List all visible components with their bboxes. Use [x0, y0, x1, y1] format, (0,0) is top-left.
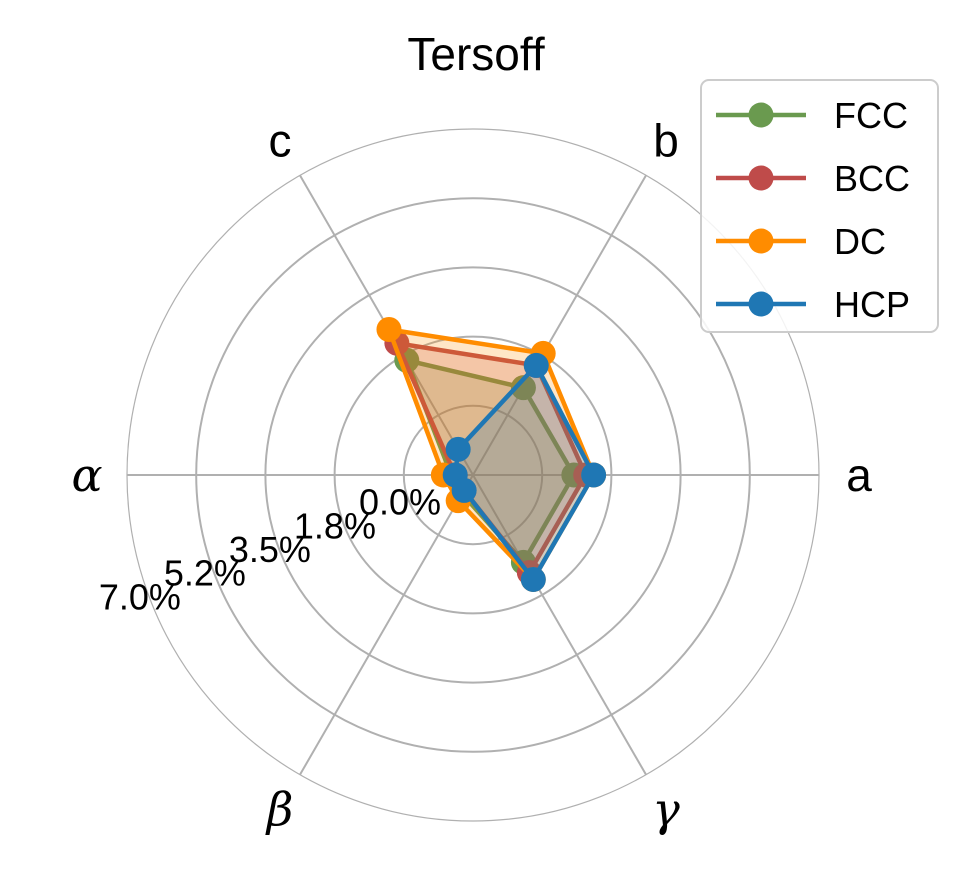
radial-tick-label: 1.8% [294, 505, 376, 546]
radial-tick-label: 3.5% [229, 529, 311, 570]
legend-marker [748, 165, 774, 191]
legend-label: FCC [834, 95, 908, 136]
data-point-dc [376, 316, 402, 342]
data-point-hcp [520, 566, 546, 592]
radial-tick-label: 0.0% [359, 482, 441, 523]
legend[interactable]: FCC BCC DC HCP [700, 79, 939, 333]
legend-item-fcc[interactable]: FCC [716, 95, 908, 136]
chart-title: Tersoff [407, 28, 544, 80]
radial-tick-label: 5.2% [164, 553, 246, 594]
series-area-dc [389, 329, 594, 580]
data-point-fcc [510, 375, 536, 401]
legend-item-hcp[interactable]: HCP [716, 284, 910, 325]
grid-spoke [472, 474, 647, 776]
data-point-hcp [451, 477, 477, 503]
series-area-fcc [406, 360, 574, 563]
radial-tick-label: 7.0% [99, 576, 181, 617]
data-point-hcp [445, 436, 471, 462]
radial-tick-labels: 0.0%1.8%3.5%5.2%7.0% [99, 482, 441, 618]
grid-spoke [299, 474, 474, 776]
axis-label: β [265, 782, 294, 836]
series-area-hcp [455, 365, 594, 580]
axis-labels: a b c α β γ [71, 115, 872, 837]
data-point-hcp [581, 462, 607, 488]
axis-label: c [269, 115, 292, 167]
radar-series [376, 316, 607, 592]
legend-marker [748, 102, 774, 128]
legend-label: DC [834, 221, 886, 262]
axis-label: α [71, 448, 102, 502]
axis-label: b [653, 115, 679, 167]
legend-item-bcc[interactable]: BCC [716, 158, 910, 199]
legend-label: BCC [834, 158, 910, 199]
legend-marker [748, 228, 774, 254]
legend-label: HCP [834, 284, 910, 325]
data-point-hcp [523, 352, 549, 378]
legend-frame [700, 79, 939, 333]
grid-spoke [472, 174, 647, 476]
axis-label: γ [652, 782, 680, 836]
legend-marker [748, 291, 774, 317]
axis-label: a [846, 449, 872, 501]
legend-item-dc[interactable]: DC [716, 221, 886, 262]
radar-grid [126, 128, 820, 822]
series-area-bcc [396, 343, 586, 573]
